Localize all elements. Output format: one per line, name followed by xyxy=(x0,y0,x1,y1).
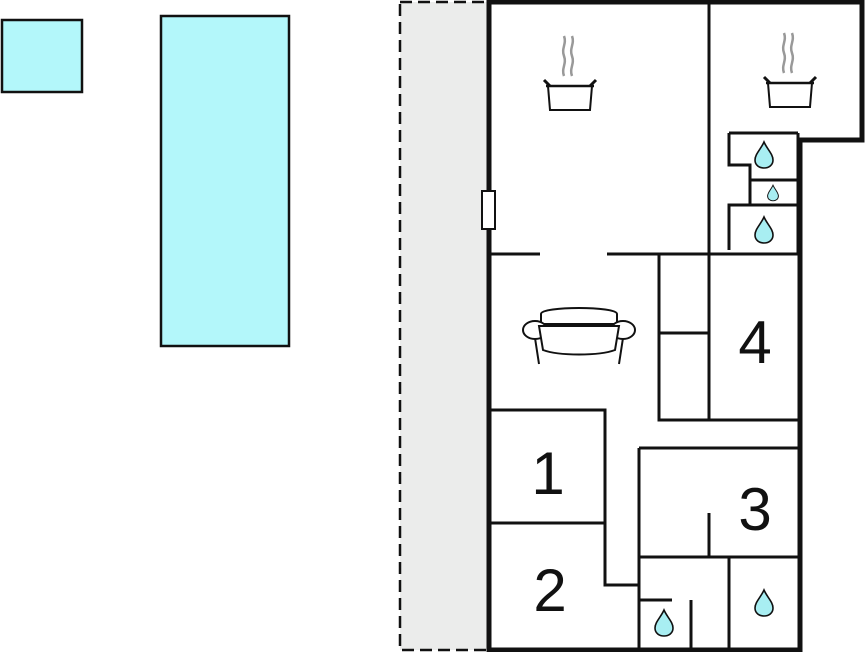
small-pool xyxy=(0,18,84,94)
room-label-1: 1 xyxy=(531,440,564,507)
room-label-3: 3 xyxy=(738,476,771,543)
sofa-icon xyxy=(522,307,636,365)
room-label-4: 4 xyxy=(738,309,771,376)
door xyxy=(481,190,496,230)
terrace xyxy=(398,0,490,652)
large-pool xyxy=(159,14,291,348)
interior-walls xyxy=(489,2,800,650)
room-label-2: 2 xyxy=(533,557,566,624)
